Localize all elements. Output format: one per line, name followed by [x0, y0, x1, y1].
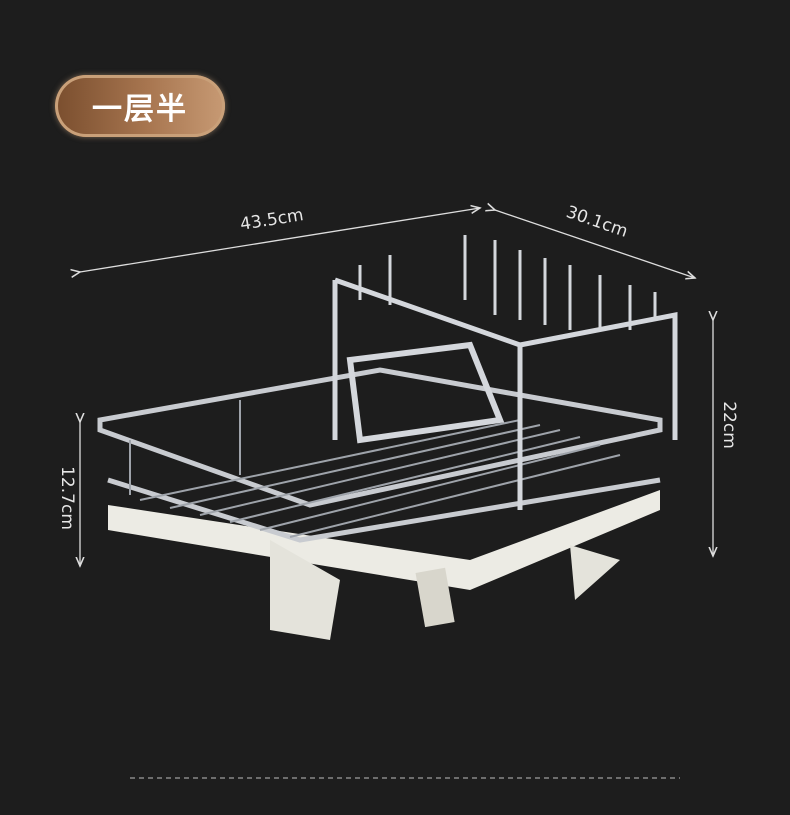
drip-tray: [108, 490, 660, 640]
variant-badge: 一层半: [55, 75, 225, 137]
width-dimension-line: [495, 210, 695, 278]
lower-height-label: 12.7cm: [56, 466, 77, 530]
badge-label: 一层半: [92, 92, 188, 127]
length-dimension-line: [80, 208, 480, 272]
height-label: 22cm: [718, 401, 739, 449]
lower-basket: [97, 367, 663, 543]
upper-rack: [332, 235, 678, 510]
